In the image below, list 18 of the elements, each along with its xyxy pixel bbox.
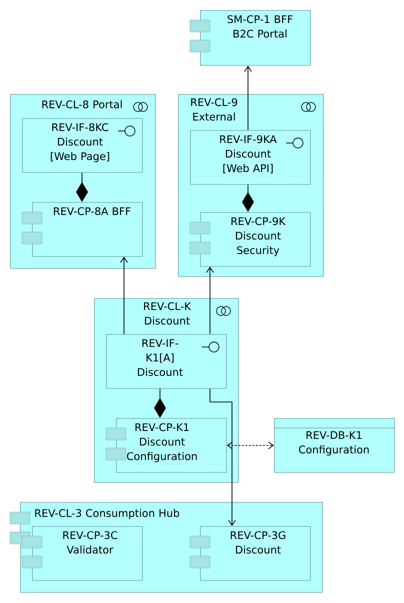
data-object-box: REV-DB-K1 Configuration <box>274 418 395 473</box>
component-box: REV-CP-K1 Discount Configuration <box>106 418 227 473</box>
arrow <box>210 388 236 526</box>
arrow <box>226 442 274 450</box>
component-box: REV-CP-8A BFF <box>22 202 143 257</box>
component-box: SM-CP-1 BFF B2C Portal <box>190 10 311 66</box>
composition-line <box>76 172 88 202</box>
arrow <box>120 256 128 334</box>
arrow <box>206 266 214 334</box>
composition-line <box>242 184 254 212</box>
composition-line <box>154 388 166 418</box>
interface-box: REV-IF-K1[A] Discount <box>106 334 227 389</box>
interface-box: REV-IF-8KC Discount [Web Page] <box>22 118 143 173</box>
component-box: REV-CP-9K Discount Security <box>190 212 311 267</box>
component-box: REV-CP-3G Discount <box>190 526 311 581</box>
interface-box: REV-IF-9KA Discount [Web API] <box>190 130 311 185</box>
component-box: REV-CP-3C Validator <box>22 526 143 581</box>
arrow <box>244 66 252 130</box>
